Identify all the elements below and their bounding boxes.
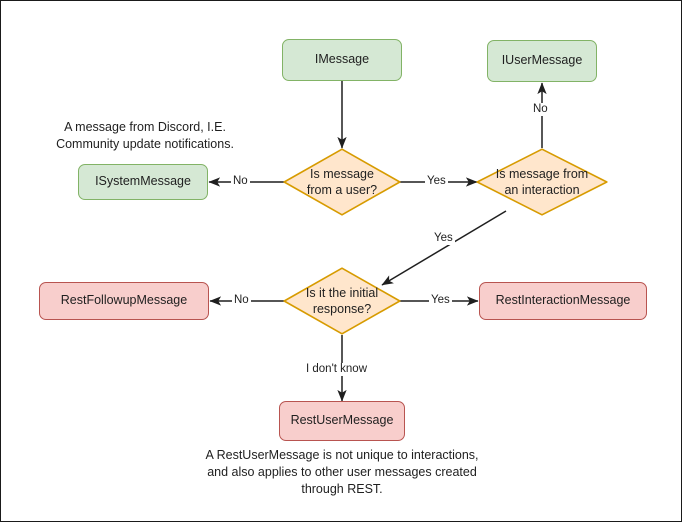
- decision-initial-response-shape: [283, 267, 401, 335]
- edge-label-from-interaction-yes: Yes: [432, 232, 455, 245]
- decision-from-user[interactable]: Is message from a user?: [283, 148, 401, 216]
- node-iusermessage-label: IUserMessage: [501, 53, 583, 68]
- decision-from-interaction-shape: [476, 148, 608, 216]
- edge-label-initial-no: No: [232, 294, 251, 307]
- decision-from-user-shape: [283, 148, 401, 216]
- decision-from-interaction[interactable]: Is message from an interaction: [476, 148, 608, 216]
- node-iusermessage[interactable]: IUserMessage: [487, 40, 597, 82]
- node-restusermessage-label: RestUserMessage: [290, 413, 394, 428]
- decision-initial-response[interactable]: Is it the initial response?: [283, 267, 401, 335]
- node-imessage-label: IMessage: [314, 52, 370, 67]
- node-restfollowupmessage[interactable]: RestFollowupMessage: [39, 282, 209, 320]
- edge-label-initial-unknown: I don't know: [304, 363, 370, 376]
- node-restinteractionmessage-label: RestInteractionMessage: [495, 293, 631, 308]
- edge-label-from-user-yes: Yes: [425, 175, 448, 188]
- note-system-message: A message from Discord, I.E. Community u…: [56, 120, 234, 151]
- decision-from-user-label: Is message from a user?: [306, 167, 378, 197]
- edge-label-from-user-no: No: [231, 175, 250, 188]
- node-isystemmessage-label: ISystemMessage: [95, 174, 191, 189]
- note-rest-user-message: A RestUserMessage is not unique to inter…: [205, 448, 479, 496]
- node-restfollowupmessage-label: RestFollowupMessage: [60, 293, 188, 308]
- node-imessage[interactable]: IMessage: [282, 39, 402, 81]
- node-isystemmessage[interactable]: ISystemMessage: [78, 164, 208, 200]
- edge-label-initial-yes: Yes: [429, 294, 452, 307]
- node-restusermessage[interactable]: RestUserMessage: [279, 401, 405, 441]
- decision-from-interaction-label: Is message from an interaction: [495, 167, 589, 197]
- node-restinteractionmessage[interactable]: RestInteractionMessage: [479, 282, 647, 320]
- edge-label-from-interaction-no: No: [531, 103, 550, 116]
- decision-initial-response-label: Is it the initial response?: [305, 286, 379, 316]
